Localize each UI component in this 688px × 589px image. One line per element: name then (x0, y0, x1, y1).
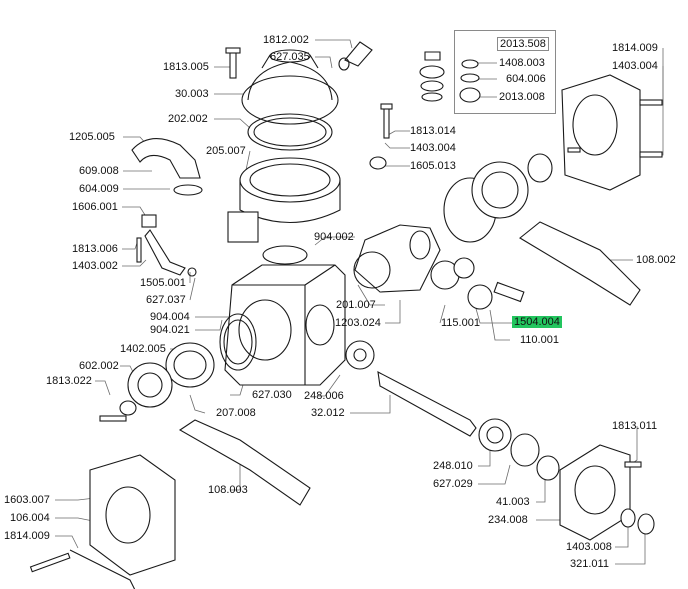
part-label[interactable]: 205.007 (206, 145, 246, 157)
part-label[interactable]: 106.004 (10, 512, 50, 524)
part-label[interactable]: 201.007 (336, 299, 376, 311)
part-label[interactable]: 1605.013 (410, 160, 456, 172)
part-label[interactable]: 627.030 (252, 389, 292, 401)
part-label[interactable]: 1403.004 (410, 142, 456, 154)
kit-code-label[interactable]: 2013.508 (497, 37, 549, 51)
part-label[interactable]: 904.021 (150, 324, 190, 336)
right-head-upper (443, 74, 663, 243)
part-label[interactable]: 234.008 (488, 514, 528, 526)
part-label[interactable]: 627.037 (146, 294, 186, 306)
part-label[interactable]: 321.011 (570, 558, 609, 570)
part-label[interactable]: 627.035 (270, 51, 310, 63)
part-label[interactable]: 1814.009 (4, 530, 50, 542)
part-label[interactable]: 115.001 (441, 317, 480, 329)
part-label[interactable]: 1813.006 (72, 243, 118, 255)
part-label[interactable]: 1603.007 (4, 494, 50, 506)
pump-body (219, 264, 346, 386)
part-label[interactable]: 110.001 (520, 334, 559, 346)
part-label[interactable]: 604.006 (506, 73, 546, 85)
left-head-parts (99, 342, 215, 422)
part-label[interactable]: 904.004 (150, 311, 190, 323)
part-label[interactable]: 1402.005 (120, 343, 166, 355)
part-label[interactable]: 41.003 (496, 496, 530, 508)
part-label[interactable]: 1408.003 (499, 57, 545, 69)
left-rear-cover (29, 454, 176, 589)
part-label[interactable]: 1813.005 (163, 61, 209, 73)
valve-kit-parts (419, 51, 481, 103)
part-label[interactable]: 30.003 (175, 88, 209, 100)
part-label[interactable]: 602.002 (79, 360, 119, 372)
part-label[interactable]: 248.010 (433, 460, 473, 472)
part-label-highlighted[interactable]: 1504.004 (512, 316, 562, 328)
part-label[interactable]: 1505.001 (140, 277, 186, 289)
crank-and-shaft (345, 224, 560, 481)
part-label[interactable]: 1812.002 (263, 34, 309, 46)
part-label[interactable]: 1403.004 (612, 60, 658, 72)
part-label[interactable]: 604.009 (79, 183, 119, 195)
part-label[interactable]: 904.002 (314, 231, 354, 243)
diaphragm-head-top (227, 49, 341, 265)
part-label[interactable]: 32.012 (311, 407, 345, 419)
part-label[interactable]: 609.008 (79, 165, 119, 177)
part-label[interactable]: 1403.002 (72, 260, 118, 272)
part-label[interactable]: 202.002 (168, 113, 208, 125)
part-label[interactable]: 108.002 (636, 254, 676, 266)
part-label[interactable]: 248.006 (304, 390, 344, 402)
rear-flange (559, 444, 655, 541)
part-label[interactable]: 2013.008 (499, 91, 545, 103)
bolts-and-valves (131, 41, 393, 277)
part-label[interactable]: 1814.009 (612, 42, 658, 54)
part-label[interactable]: 108.003 (208, 484, 248, 496)
part-label[interactable]: 1813.022 (46, 375, 92, 387)
part-label[interactable]: 1403.008 (566, 541, 612, 553)
part-label[interactable]: 1205.005 (69, 131, 115, 143)
part-label[interactable]: 1813.014 (410, 125, 456, 137)
part-label[interactable]: 1813.011 (612, 420, 658, 432)
part-label[interactable]: 1203.024 (335, 317, 381, 329)
mounting-brackets (178, 221, 641, 506)
part-label[interactable]: 1606.001 (72, 201, 118, 213)
valve-kit-frame (454, 30, 556, 114)
part-label[interactable]: 627.029 (433, 478, 473, 490)
part-label[interactable]: 207.008 (216, 407, 256, 419)
